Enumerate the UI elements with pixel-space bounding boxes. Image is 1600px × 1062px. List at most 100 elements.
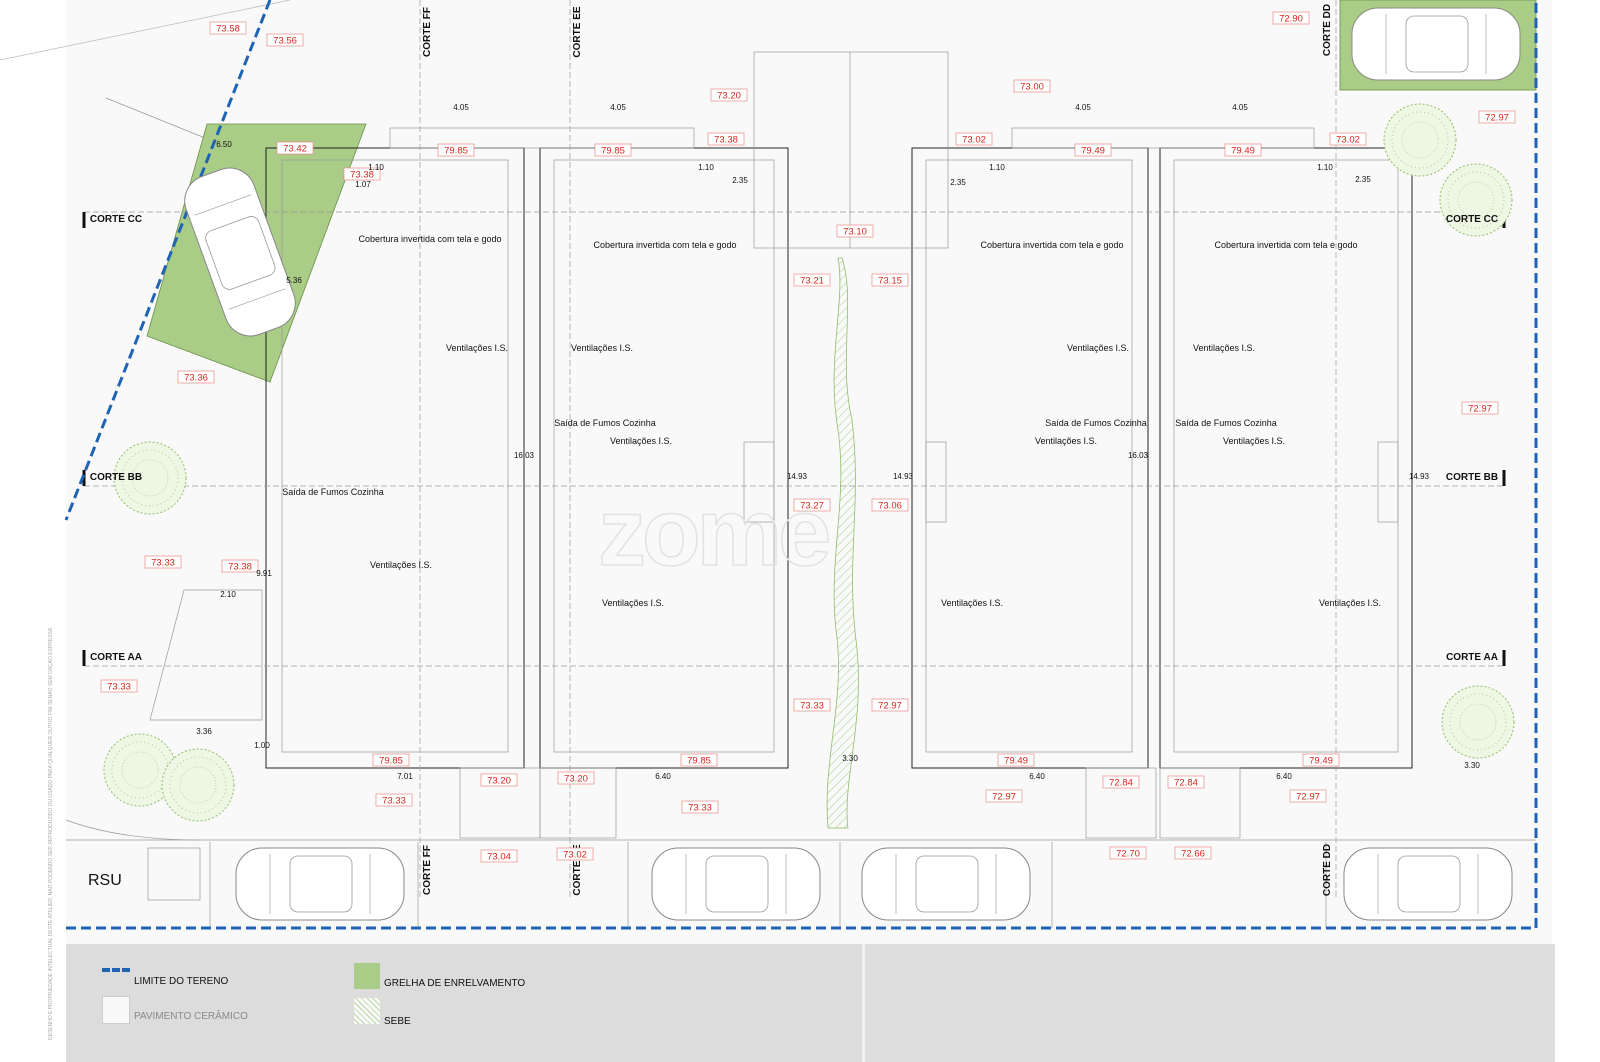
elevation-label: 73.33 xyxy=(144,555,182,569)
section-cut-aa: CORTE AA xyxy=(90,652,142,663)
svg-text:1.10: 1.10 xyxy=(698,163,714,172)
svg-text:Ventilações I.S.: Ventilações I.S. xyxy=(370,560,432,570)
section-cut-dd: CORTE DD xyxy=(1322,844,1333,896)
elevation-label: 72.97 xyxy=(1461,401,1499,415)
svg-text:3.30: 3.30 xyxy=(1464,761,1480,770)
svg-text:72.84: 72.84 xyxy=(1174,778,1198,789)
svg-text:73.02: 73.02 xyxy=(962,135,986,146)
svg-text:Cobertura invertida com tela e: Cobertura invertida com tela e godo xyxy=(980,240,1123,250)
elevation-label: 73.33 xyxy=(375,793,413,807)
svg-text:73.02: 73.02 xyxy=(1336,135,1360,146)
svg-text:1.10: 1.10 xyxy=(989,163,1005,172)
svg-text:73.33: 73.33 xyxy=(688,803,712,814)
elevation-label: 72.70 xyxy=(1109,846,1147,860)
svg-text:73.02: 73.02 xyxy=(563,850,587,861)
section-cut-dd: CORTE DD xyxy=(1322,4,1333,56)
svg-text:16.03: 16.03 xyxy=(514,451,535,460)
svg-text:73.33: 73.33 xyxy=(800,701,824,712)
svg-text:72.97: 72.97 xyxy=(1296,792,1320,803)
svg-text:Ventilações I.S.: Ventilações I.S. xyxy=(1035,436,1097,446)
section-cut-ee: CORTE EE xyxy=(572,844,583,895)
elevation-label: 72.97 xyxy=(985,789,1023,803)
elevation-label: 79.85 xyxy=(680,753,718,767)
svg-text:14.93: 14.93 xyxy=(1409,472,1430,481)
roof-label: Cobertura invertida com tela e godo xyxy=(593,240,736,250)
section-cut-cc: CORTE CC xyxy=(1446,214,1498,225)
svg-text:72.70: 72.70 xyxy=(1116,849,1140,860)
elevation-label: 73.38 xyxy=(343,167,381,181)
svg-text:79.49: 79.49 xyxy=(1004,756,1028,767)
vent-label: Ventilações I.S. xyxy=(571,343,633,353)
svg-text:Cobertura invertida com tela e: Cobertura invertida com tela e godo xyxy=(1214,240,1357,250)
svg-text:73.10: 73.10 xyxy=(843,227,867,238)
svg-text:72.97: 72.97 xyxy=(878,701,902,712)
vent-label: Ventilações I.S. xyxy=(610,436,672,446)
svg-text:CORTE AA: CORTE AA xyxy=(90,652,142,663)
elevation-label: 73.38 xyxy=(707,132,745,146)
elevation-label: 73.06 xyxy=(871,498,909,512)
elevation-label: 73.02 xyxy=(955,132,993,146)
svg-text:CORTE AA: CORTE AA xyxy=(1446,652,1498,663)
dimension-label: 1.07 xyxy=(355,180,371,189)
svg-text:73.20: 73.20 xyxy=(717,91,741,102)
svg-text:2.35: 2.35 xyxy=(732,176,748,185)
dimension-label: 1.10 xyxy=(368,163,384,172)
svg-text:1.10: 1.10 xyxy=(368,163,384,172)
elevation-label: 79.85 xyxy=(372,753,410,767)
elevation-label: 73.38 xyxy=(221,559,259,573)
paving-swatch xyxy=(102,996,130,1024)
svg-text:Ventilações I.S.: Ventilações I.S. xyxy=(610,436,672,446)
watermark: zome xyxy=(597,478,832,587)
svg-text:5.36: 5.36 xyxy=(286,276,302,285)
elevation-label: 73.27 xyxy=(793,498,831,512)
elevation-label: 73.02 xyxy=(1329,132,1367,146)
elevation-label: 72.97 xyxy=(1289,789,1327,803)
svg-text:73.38: 73.38 xyxy=(714,135,738,146)
svg-text:Ventilações I.S.: Ventilações I.S. xyxy=(446,343,508,353)
svg-text:4.05: 4.05 xyxy=(453,103,469,112)
svg-text:Saída de Fumos Cozinha: Saída de Fumos Cozinha xyxy=(1175,418,1277,428)
svg-text:Ventilações I.S.: Ventilações I.S. xyxy=(1319,598,1381,608)
svg-text:1.00: 1.00 xyxy=(254,741,270,750)
elevation-label: 73.36 xyxy=(177,370,215,384)
dimension-label: 1.00 xyxy=(254,741,270,750)
svg-text:Ventilações I.S.: Ventilações I.S. xyxy=(1193,343,1255,353)
vent-label: Ventilações I.S. xyxy=(1035,436,1097,446)
svg-text:Saída de Fumos Cozinha: Saída de Fumos Cozinha xyxy=(554,418,656,428)
svg-text:73.38: 73.38 xyxy=(350,170,374,181)
elevation-label: 73.15 xyxy=(871,273,909,287)
tree-icon xyxy=(1441,685,1515,759)
dimension-label: 4.05 xyxy=(610,103,626,112)
dimension-label: 6.40 xyxy=(1029,772,1045,781)
vent-label: Ventilações I.S. xyxy=(370,560,432,570)
elevation-label: 73.10 xyxy=(836,224,874,238)
svg-text:72.84: 72.84 xyxy=(1109,778,1133,789)
legend-limit: LIMITE DO TERENO xyxy=(134,976,229,987)
svg-text:Ventilações I.S.: Ventilações I.S. xyxy=(941,598,1003,608)
legend-panel-right xyxy=(862,944,1555,1062)
section-cut-ff: CORTE FF xyxy=(422,7,433,57)
svg-text:Saída de Fumos Cozinha: Saída de Fumos Cozinha xyxy=(1045,418,1147,428)
section-cut-bb: CORTE BB xyxy=(1446,472,1498,483)
vent-label: Ventilações I.S. xyxy=(446,343,508,353)
section-cut-cc: CORTE CC xyxy=(90,214,142,225)
legend-paving: PAVIMENTO CERÂMICO xyxy=(134,1011,248,1022)
svg-text:73.21: 73.21 xyxy=(800,276,824,287)
section-cut-ee: CORTE EE xyxy=(572,6,583,57)
svg-text:Cobertura invertida com tela e: Cobertura invertida com tela e godo xyxy=(358,234,501,244)
dimension-label: 1.10 xyxy=(1317,163,1333,172)
svg-text:72.97: 72.97 xyxy=(992,792,1016,803)
dimension-label: 16.03 xyxy=(514,451,535,460)
smoke-outlet-label: Saída de Fumos Cozinha xyxy=(1045,418,1147,428)
car-icon xyxy=(861,847,1031,921)
svg-text:3.30: 3.30 xyxy=(842,754,858,763)
vent-label: Ventilações I.S. xyxy=(1193,343,1255,353)
elevation-label: 79.49 xyxy=(1224,143,1262,157)
elevation-label: 73.20 xyxy=(557,771,595,785)
svg-text:CORTE EE: CORTE EE xyxy=(572,844,583,895)
svg-text:Ventilações I.S.: Ventilações I.S. xyxy=(571,343,633,353)
tree-icon xyxy=(1439,163,1513,237)
svg-text:Ventilações I.S.: Ventilações I.S. xyxy=(1223,436,1285,446)
svg-text:79.85: 79.85 xyxy=(379,756,403,767)
elevation-label: 79.49 xyxy=(1074,143,1112,157)
